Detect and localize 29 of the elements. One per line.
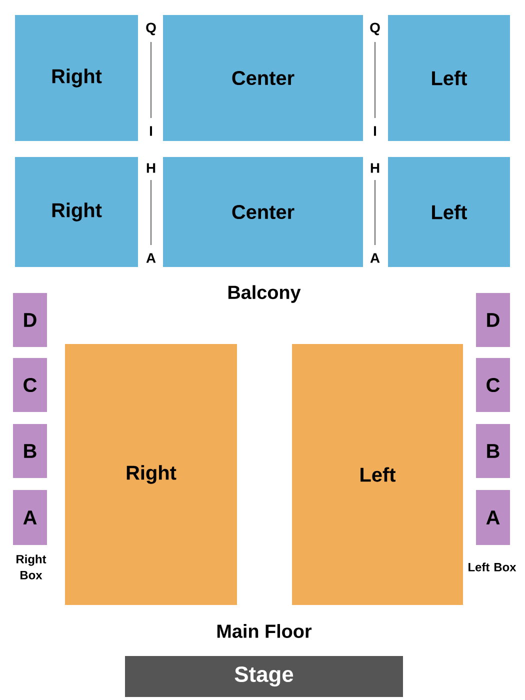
box-section: C <box>13 358 47 412</box>
area-label: Left Box <box>468 562 516 572</box>
box-section: B <box>476 424 510 478</box>
area-label: Main Floor <box>217 624 312 638</box>
area-label: Balcony <box>228 285 301 303</box>
box-section: C <box>476 358 510 412</box>
balcony-section: Center <box>163 15 363 141</box>
box-section: B <box>13 424 47 478</box>
box-section: D <box>476 293 510 347</box>
box-section: D <box>13 293 47 347</box>
balcony-section: Left <box>388 15 510 141</box>
floor-section: Right <box>65 344 237 605</box>
box-section: A <box>476 490 510 545</box>
row-letter: A <box>370 253 380 263</box>
row-letter: I <box>374 126 376 136</box>
balcony-section: Right <box>15 15 138 141</box>
row-letter: I <box>150 126 152 136</box>
row-letter: Q <box>146 22 156 36</box>
row-letter: A <box>146 253 156 263</box>
box-section: A <box>13 490 47 545</box>
stage: Stage <box>125 656 403 697</box>
row-letter: Q <box>370 22 380 36</box>
balcony-section: Right <box>15 157 138 267</box>
row-letter: H <box>370 163 380 173</box>
row-letter: H <box>146 163 156 173</box>
floor-section: Left <box>292 344 463 605</box>
balcony-section: Left <box>388 157 510 267</box>
area-label: Right Box <box>16 554 46 580</box>
balcony-section: Center <box>163 157 363 267</box>
